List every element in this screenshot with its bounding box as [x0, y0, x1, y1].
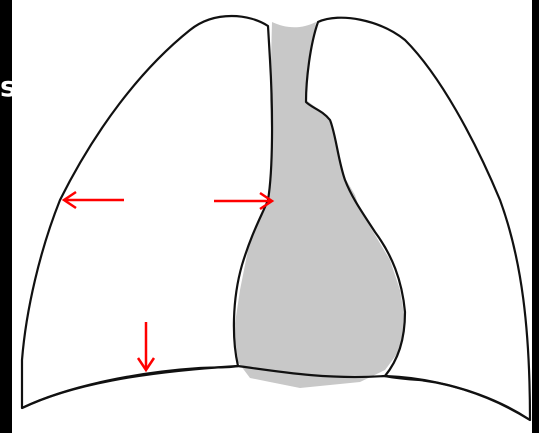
cropped-edge-text: si: [0, 70, 14, 104]
